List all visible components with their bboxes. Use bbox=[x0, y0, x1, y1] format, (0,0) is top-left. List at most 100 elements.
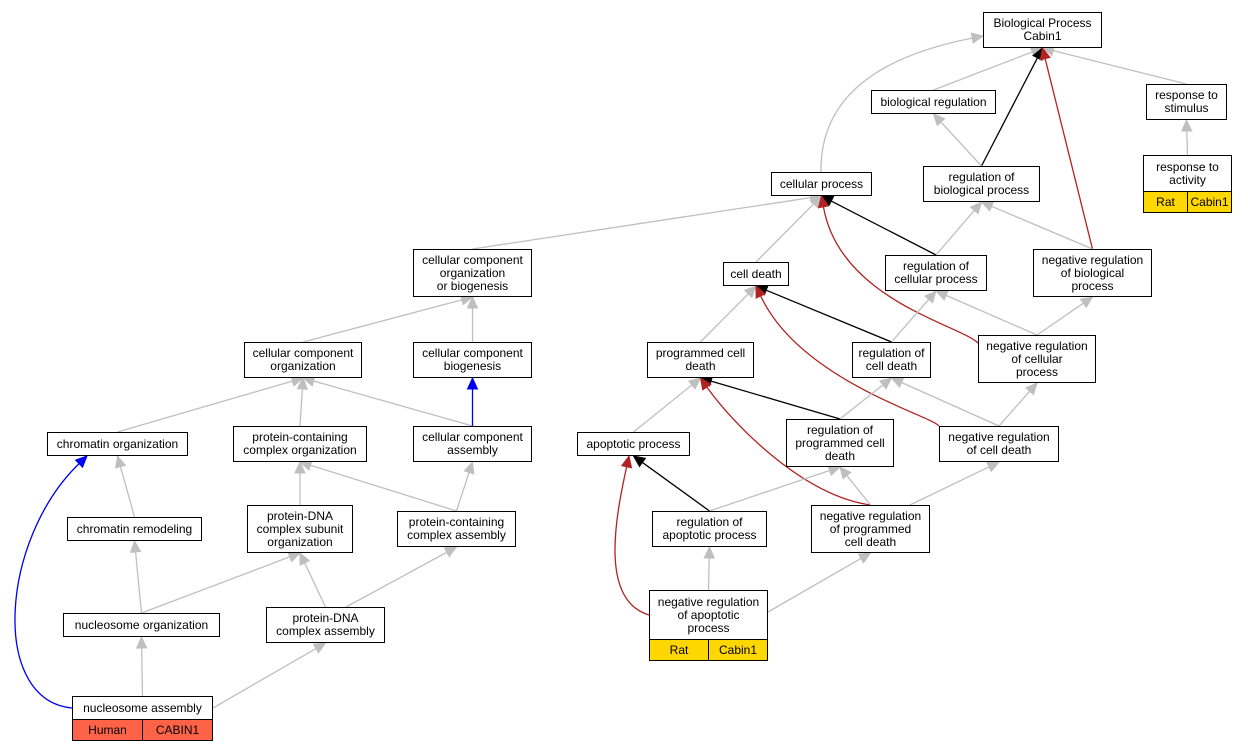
go-term-node-nucorg[interactable]: nucleosome organization bbox=[63, 613, 220, 637]
go-term-label: protein-DNA complex subunit organization bbox=[256, 508, 344, 549]
edge-is-a-nrcd-to-rcd bbox=[901, 381, 1000, 427]
edge-is-a-ccob-to-cproc bbox=[472, 197, 811, 250]
go-term-node-cdeath[interactable]: cell death bbox=[723, 262, 789, 286]
go-term-label: negative regulation of cellular process bbox=[986, 338, 1088, 379]
arrowhead-nrpcd-to-rpcd bbox=[839, 466, 852, 480]
arrowhead-nucasm-to-chrorg bbox=[74, 455, 88, 469]
go-term-node-nrap[interactable]: negative regulation of apoptotic process… bbox=[649, 590, 768, 661]
edge-is-a-pcca-to-cca bbox=[455, 472, 470, 512]
go-term-node-ccb[interactable]: cellular component biogenesis bbox=[413, 342, 532, 378]
annotation-cell-rat: Cabin1 bbox=[708, 640, 767, 660]
go-term-label: cellular process bbox=[779, 176, 864, 191]
go-term-node-rcp[interactable]: regulation of cellular process bbox=[885, 255, 987, 291]
arrowhead-nrcp-to-rcp bbox=[934, 290, 949, 301]
edge-is-a-pdca-to-pcca bbox=[345, 551, 448, 608]
go-term-node-bp[interactable]: Biological Process Cabin1 bbox=[983, 12, 1102, 48]
arrowhead-rap-to-apop bbox=[632, 455, 647, 468]
go-term-label: regulation of biological process bbox=[933, 170, 1030, 197]
go-term-label: protein-containing complex assembly bbox=[407, 515, 506, 542]
edge-negatively-regulates-nrap-to-apop bbox=[614, 466, 650, 616]
arrowhead-chrrem-to-chrorg bbox=[115, 454, 127, 469]
edge-is-a-cca-to-cco bbox=[313, 380, 473, 427]
arrowhead-nrcp-to-cproc bbox=[817, 194, 830, 209]
go-term-label: cellular component organization bbox=[252, 346, 354, 373]
go-term-node-cproc[interactable]: cellular process bbox=[771, 172, 872, 196]
arrowhead-rta-to-rts bbox=[1181, 118, 1193, 132]
edge-is-a-chrorg-to-cco bbox=[117, 380, 293, 433]
go-term-node-cca[interactable]: cellular component assembly bbox=[413, 426, 532, 462]
arrowhead-nucasm-to-nucorg bbox=[135, 635, 148, 649]
edge-is-a-pcco-to-cco bbox=[299, 388, 303, 427]
go-term-node-nrcp[interactable]: negative regulation of cellular process bbox=[978, 335, 1096, 383]
edge-is-a-apop-to-pcd bbox=[633, 384, 693, 433]
edge-is-a-nucorg-to-pdcso bbox=[141, 556, 290, 614]
go-term-node-rbp[interactable]: regulation of biological process bbox=[923, 166, 1040, 202]
go-term-node-chrrem[interactable]: chromatin remodeling bbox=[67, 517, 202, 541]
arrowhead-nrpcd-to-pcd bbox=[699, 377, 712, 391]
go-term-node-chrorg[interactable]: chromatin organization bbox=[47, 432, 188, 456]
go-term-label: negative regulation of programmed cell d… bbox=[819, 508, 922, 549]
arrowhead-rap-to-rpcd bbox=[827, 465, 842, 477]
edge-negatively-regulates-nrcp-to-cproc bbox=[822, 206, 979, 344]
arrowhead-rbp-to-breg bbox=[932, 113, 946, 127]
go-term-node-nrpcd[interactable]: negative regulation of programmed cell d… bbox=[811, 505, 930, 553]
go-term-node-pcd[interactable]: programmed cell death bbox=[647, 342, 754, 378]
annotation-cell-rat: Rat bbox=[650, 640, 708, 660]
edge-is-a-rts-to-bp bbox=[1053, 50, 1187, 85]
go-term-node-pcco[interactable]: protein-containing complex organization bbox=[233, 426, 367, 462]
edge-part-of-nucasm-to-chrorg bbox=[14, 463, 80, 709]
arrowhead-pdca-to-pdcso bbox=[299, 551, 311, 566]
edge-is-a-pcd-to-cdeath bbox=[700, 293, 749, 343]
arrowhead-nrap-to-apop bbox=[620, 454, 633, 469]
edge-is-a-pdca-to-pdcso bbox=[304, 562, 327, 608]
arrowhead-nucasm-to-pdca bbox=[312, 642, 327, 654]
arrowhead-nrap-to-rap bbox=[703, 545, 716, 559]
go-term-node-pcca[interactable]: protein-containing complex assembly bbox=[397, 511, 516, 547]
go-term-node-cco[interactable]: cellular component organization bbox=[244, 342, 362, 378]
edge-is-a-cdeath-to-cproc bbox=[755, 203, 815, 263]
go-term-node-nrbp[interactable]: negative regulation of biological proces… bbox=[1033, 249, 1152, 297]
edge-is-a-breg-to-bp bbox=[933, 51, 1033, 91]
edge-negatively-regulates-nrbp-to-bp bbox=[1044, 58, 1094, 250]
go-term-node-rcd[interactable]: regulation of cell death bbox=[852, 342, 931, 378]
arrowhead-pcco-to-cco bbox=[296, 376, 309, 390]
edge-is-a-chrrem-to-chrorg bbox=[119, 466, 136, 518]
edge-is-a-rap-to-rpcd bbox=[709, 469, 830, 512]
arrowhead-pdca-to-pcca bbox=[443, 546, 458, 558]
go-term-label: Biological Process Cabin1 bbox=[993, 16, 1092, 43]
go-term-node-ccob[interactable]: cellular component organization or bioge… bbox=[413, 249, 532, 297]
arrowhead-cproc-to-bp bbox=[970, 32, 985, 44]
go-term-node-rpcd[interactable]: regulation of programmed cell death bbox=[786, 419, 894, 467]
arrowhead-apop-to-pcd bbox=[687, 377, 702, 390]
edge-is-a-nrpcd-to-rpcd bbox=[846, 475, 872, 506]
edge-regulates-rpcd-to-pcd bbox=[710, 380, 841, 420]
go-term-label: negative regulation of cell death bbox=[948, 430, 1050, 457]
go-term-node-rap[interactable]: regulation of apoptotic process bbox=[652, 511, 767, 547]
go-term-node-pdcso[interactable]: protein-DNA complex subunit organization bbox=[247, 505, 353, 553]
go-term-node-rts[interactable]: response to stimulus bbox=[1146, 84, 1227, 120]
go-term-label: cell death bbox=[730, 266, 782, 281]
edge-is-a-nrcp-to-nrbp bbox=[1036, 302, 1084, 336]
edge-is-a-rbp-to-breg bbox=[940, 121, 982, 167]
go-term-label: response to stimulus bbox=[1155, 88, 1218, 115]
go-term-node-breg[interactable]: biological regulation bbox=[871, 90, 996, 114]
go-term-node-pdca[interactable]: protein-DNA complex assembly bbox=[266, 607, 385, 643]
go-term-label: response to activity bbox=[1156, 159, 1219, 187]
arrowhead-rpcd-to-rcd bbox=[878, 377, 893, 390]
go-term-node-nrcd[interactable]: negative regulation of cell death bbox=[939, 426, 1059, 462]
arrowhead-rcd-to-rcp bbox=[924, 290, 937, 304]
go-term-label: protein-DNA complex assembly bbox=[276, 611, 375, 638]
arrowhead-nrpcd-to-nrcd bbox=[986, 461, 1001, 473]
arrowhead-nrap-to-nrpcd bbox=[857, 552, 872, 564]
go-term-node-apop[interactable]: apoptotic process bbox=[577, 432, 690, 456]
go-term-label: nucleosome assembly bbox=[83, 700, 202, 715]
arrowhead-rcp-to-rbp bbox=[969, 201, 983, 215]
arrowhead-nrcd-to-nrcp bbox=[1025, 382, 1038, 396]
edge-is-a-nucorg-to-chrrem bbox=[134, 551, 143, 614]
arrowhead-nrbp-to-bp bbox=[1039, 46, 1051, 61]
